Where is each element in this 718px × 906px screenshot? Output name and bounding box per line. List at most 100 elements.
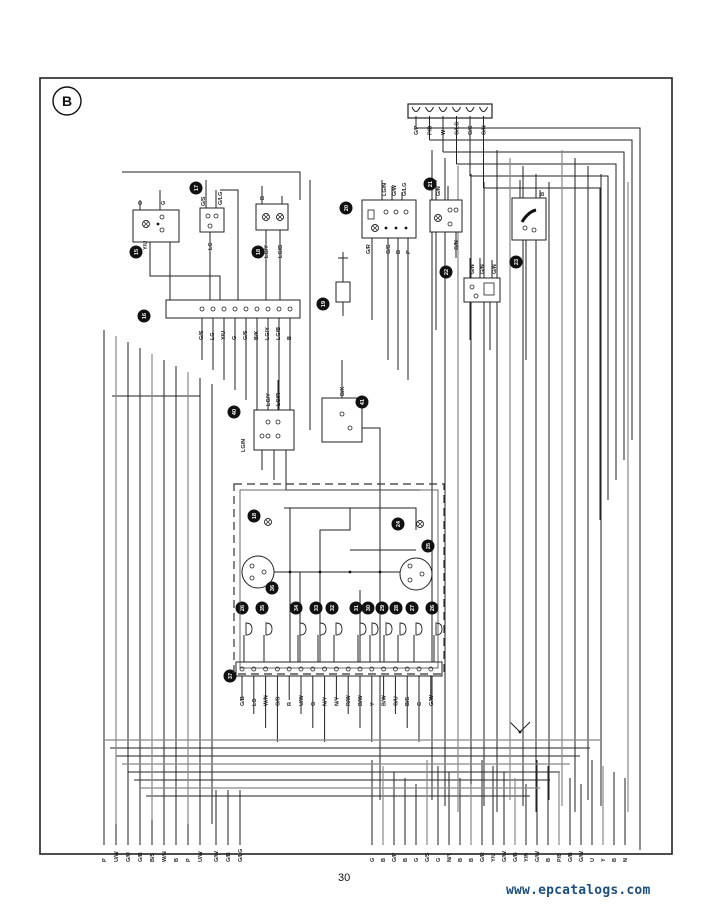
terminal-pin — [407, 577, 413, 583]
bottom-wire-label-left: U/W — [114, 851, 120, 863]
wire-label: G — [161, 201, 167, 205]
wire-label: G/LG — [402, 183, 408, 196]
component-badge-label: 16 — [142, 313, 148, 319]
wire — [112, 380, 201, 397]
junction-dot — [348, 570, 352, 574]
bottom-wire-label-left: P — [102, 858, 108, 862]
connector-16-wire-label: B — [287, 336, 293, 340]
terminal-pin — [298, 666, 304, 672]
component-41-box — [321, 397, 363, 443]
bottom-wire-label-right: B — [458, 858, 464, 862]
top-connector-pin-label: G/S — [468, 125, 474, 135]
component-badge-label: 22 — [444, 269, 450, 275]
terminal-pin — [522, 225, 528, 231]
terminal-pin — [159, 227, 165, 233]
bottom-wire-label-right: G/B — [568, 852, 574, 862]
component-badge-label: 30 — [366, 605, 372, 611]
connector-socket-icon — [438, 106, 448, 112]
terminal-pin — [392, 666, 398, 672]
component-badge-24 — [391, 517, 405, 531]
terminal-pin — [221, 306, 227, 312]
terminal-pin — [383, 209, 389, 215]
wire-label: LG/Y — [264, 245, 270, 258]
bulb-socket-icon — [335, 622, 343, 636]
bottom-wire-label-left: G/B — [138, 852, 144, 862]
terminal-pin — [275, 419, 281, 425]
bottom-wire-label-left: B/S — [150, 853, 156, 863]
wire — [470, 175, 609, 500]
bottom-wire-label-left: U/W — [198, 851, 204, 863]
terminal-pin — [322, 666, 328, 672]
wire-label: G — [138, 201, 144, 205]
gauge-right-icon — [399, 557, 433, 591]
terminal-pin — [428, 666, 434, 672]
component-badge-label: 32 — [330, 605, 336, 611]
component-badge-label: 37 — [228, 673, 234, 679]
page-number: 30 — [338, 872, 351, 884]
component-badge-label: 40 — [232, 409, 238, 415]
component-badge-label: 36 — [270, 585, 276, 591]
component-badge-40 — [227, 405, 241, 419]
component-badge-18 — [251, 245, 265, 259]
connector-37-wire-label: N/Y — [323, 697, 329, 707]
wire-label: G/R — [366, 244, 372, 254]
component-badge-23 — [509, 255, 523, 269]
component-badge-28 — [389, 601, 403, 615]
wiper-switch-icon — [520, 208, 537, 223]
bottom-wire-label-right: U — [590, 858, 596, 862]
bulb-socket-icon — [415, 622, 423, 636]
connector-37-wire-label: G/S — [275, 696, 281, 706]
terminal-pin — [381, 666, 387, 672]
component-19-box — [335, 281, 351, 303]
connector-37-wire-label: LG — [252, 698, 258, 706]
terminal-pin — [469, 284, 475, 290]
component-badge-label: 31 — [354, 605, 360, 611]
junction-dot — [288, 570, 292, 574]
component-badge-label: 29 — [380, 605, 386, 611]
terminal-pin — [249, 563, 255, 569]
terminal-pin — [213, 213, 219, 219]
wire — [338, 252, 348, 316]
component-badge-15 — [129, 245, 143, 259]
bottom-wire-label-right: Y — [601, 858, 607, 862]
terminal-pin — [287, 306, 293, 312]
terminal-pin — [210, 306, 216, 312]
terminal-pin — [265, 306, 271, 312]
component-badge-29 — [375, 601, 389, 615]
top-connector-pin-label: G/P — [414, 125, 420, 135]
lamp-cross — [435, 215, 441, 221]
bottom-wire-label-right: B — [469, 858, 475, 862]
junction-dot — [378, 570, 382, 574]
component-badge-label: 19 — [321, 301, 327, 307]
terminal-pin — [447, 207, 453, 213]
terminal-pin — [333, 666, 339, 672]
bulb-socket-icon — [265, 622, 273, 636]
top-connector-pin-label: G/N — [482, 125, 488, 135]
bottom-wire-label-right: B — [612, 858, 618, 862]
component-badge-label: 18 — [252, 513, 258, 519]
wire-label: B/K — [340, 387, 346, 397]
terminal-pin — [453, 207, 459, 213]
bulb-socket-icon — [435, 622, 443, 636]
lamp-cross — [265, 519, 271, 525]
component-badge-label: 21 — [428, 181, 434, 187]
top-connector-pin-label: G/LG — [455, 122, 461, 135]
instrument-cluster-inner — [239, 489, 439, 669]
resistor-icon — [367, 209, 375, 220]
bottom-wire-label-left: G/LG — [238, 849, 244, 862]
wire — [309, 180, 409, 430]
bulb-socket-icon — [319, 622, 327, 636]
bottom-wire-label-right: G/W — [502, 850, 508, 862]
terminal-pin — [265, 419, 271, 425]
bulb-socket-icon — [371, 622, 379, 636]
terminal-pin — [407, 563, 413, 569]
wire — [122, 171, 301, 200]
wire-label: G/N — [454, 240, 460, 250]
wire-label: LG/Y — [266, 393, 272, 406]
bottom-wire-label-right: G/W — [579, 850, 585, 862]
component-badge-label: 33 — [314, 605, 320, 611]
component-badge-30 — [361, 601, 375, 615]
wire-label: LG/B — [278, 245, 284, 258]
bottom-wire-label-right: G — [370, 858, 376, 862]
